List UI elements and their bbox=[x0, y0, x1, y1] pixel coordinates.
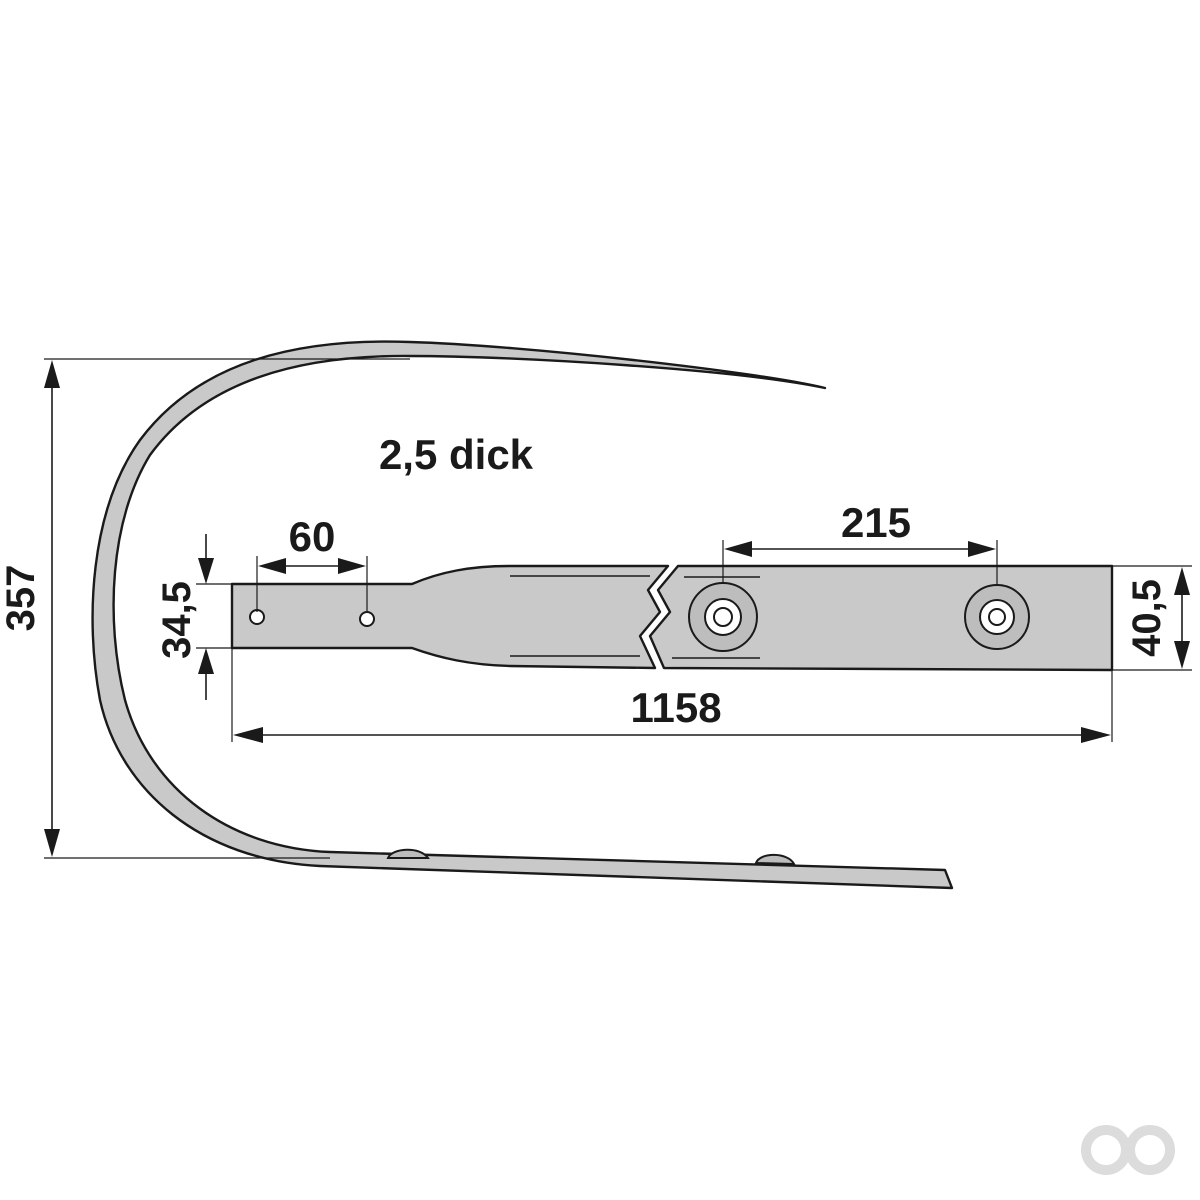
mounting-boss-1 bbox=[688, 582, 758, 652]
dimension-overall-height: 357 bbox=[0, 358, 410, 859]
dimension-label-34-5: 34,5 bbox=[155, 581, 199, 659]
dimension-label-215: 215 bbox=[841, 499, 911, 546]
dimension-end-width-wide: 40,5 bbox=[1112, 565, 1192, 671]
dimension-label-1158: 1158 bbox=[630, 684, 721, 731]
watermark-logo-icon bbox=[1081, 1125, 1175, 1175]
dimension-overall-length: 1158 bbox=[231, 648, 1113, 743]
dimension-label-height: 357 bbox=[0, 565, 43, 632]
dimension-hole-spacing-large: 215 bbox=[722, 499, 998, 585]
mounting-boss-2 bbox=[964, 584, 1030, 650]
thickness-note: 2,5 dick bbox=[379, 431, 534, 478]
small-hole-1 bbox=[249, 609, 265, 625]
straight-tine-bar bbox=[230, 564, 1114, 672]
small-hole-2 bbox=[359, 611, 375, 627]
dimension-end-width-narrow: 34,5 bbox=[155, 534, 232, 700]
dimension-label-40-5: 40,5 bbox=[1125, 579, 1169, 657]
dimension-hole-spacing-small: 60 bbox=[256, 513, 368, 612]
dimension-label-60: 60 bbox=[289, 513, 336, 560]
